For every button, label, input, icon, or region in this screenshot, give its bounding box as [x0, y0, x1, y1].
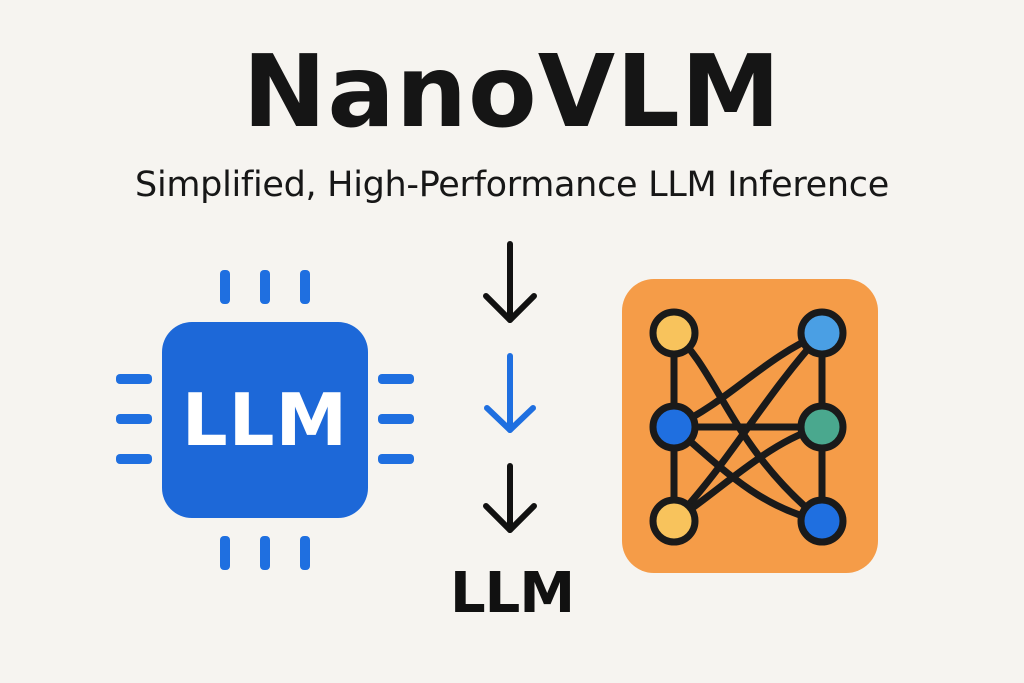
network-node-icon — [649, 308, 699, 358]
network-node-icon — [797, 308, 847, 358]
chip-pin-left-1 — [116, 374, 152, 384]
page-title: NanoVLM — [242, 33, 782, 150]
flow-arrows — [483, 241, 537, 533]
chip-pin-bottom-3 — [300, 536, 310, 570]
network-node-icon — [797, 402, 847, 452]
chip-pin-top-3 — [300, 270, 310, 304]
neural-network-icon — [622, 279, 878, 573]
llm-chip-icon: LLM — [112, 270, 418, 570]
arrow-down-icon — [483, 241, 537, 323]
chip-pin-right-1 — [378, 374, 414, 384]
chip-body: LLM — [162, 322, 368, 518]
chip-pin-right-3 — [378, 454, 414, 464]
chip-pin-right-2 — [378, 414, 414, 424]
chip-pin-top-2 — [260, 270, 270, 304]
bottom-llm-label: LLM — [450, 566, 575, 622]
network-node-icon — [649, 496, 699, 546]
chip-pin-bottom-2 — [260, 536, 270, 570]
chip-label: LLM — [181, 378, 349, 462]
arrow-down-icon — [483, 463, 537, 533]
arrow-down-icon — [484, 353, 536, 433]
chip-pin-left-3 — [116, 454, 152, 464]
chip-pin-top-1 — [220, 270, 230, 304]
network-node-icon — [649, 402, 699, 452]
network-node-icon — [797, 496, 847, 546]
chip-pin-bottom-1 — [220, 536, 230, 570]
page-subtitle: Simplified, High-Performance LLM Inferen… — [135, 165, 889, 205]
chip-pin-left-2 — [116, 414, 152, 424]
